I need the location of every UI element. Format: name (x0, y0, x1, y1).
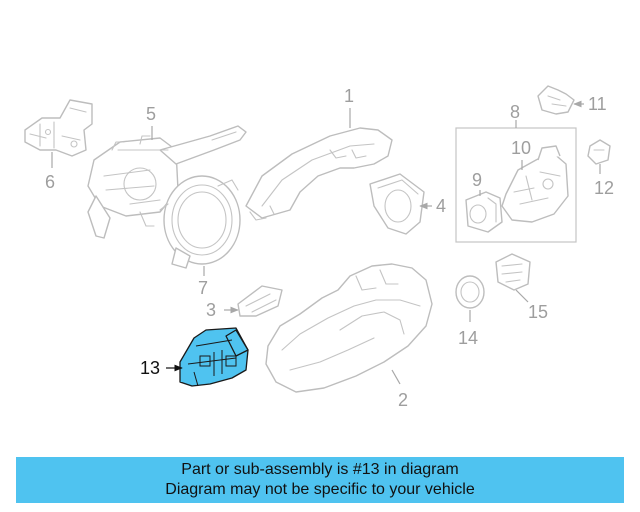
callout-11: 11 (588, 94, 607, 114)
callout-13: 13 (140, 358, 160, 378)
callout-15: 15 (528, 302, 548, 322)
part-15-module[interactable] (495, 253, 531, 291)
callout-4: 4 (436, 196, 446, 216)
part-1-upper-shroud[interactable] (245, 127, 393, 221)
callout-9: 9 (472, 170, 482, 190)
callout-8: 8 (510, 102, 520, 122)
part-5-combination-switch[interactable] (87, 125, 247, 239)
parts-diagram: 6 5 7 1 4 8 (24, 85, 614, 410)
part-11-clip[interactable] (537, 85, 575, 115)
callout-1: 1 (344, 86, 354, 106)
callout-3: 3 (206, 300, 216, 320)
part-12-module[interactable] (587, 139, 611, 165)
callout-12: 12 (594, 178, 614, 198)
part-13-highlighted-switch[interactable] (179, 327, 249, 387)
callout-7: 7 (198, 278, 208, 298)
callout-2: 2 (398, 390, 408, 410)
part-4-trim-ring[interactable] (369, 173, 425, 235)
part-10-ignition-housing[interactable] (501, 145, 569, 223)
part-14-ring[interactable] (455, 275, 485, 309)
callout-6: 6 (45, 172, 55, 192)
part-3-bracket[interactable] (237, 285, 283, 317)
part-2-lower-shroud[interactable] (265, 263, 433, 393)
callout-5: 5 (146, 104, 156, 124)
callout-10: 10 (511, 138, 531, 158)
part-6-bracket[interactable] (24, 99, 93, 157)
part-9-lock-cylinder[interactable] (465, 191, 503, 233)
banner-line-2: Diagram may not be specific to your vehi… (165, 481, 475, 498)
info-banner: Part or sub-assembly is #13 in diagram D… (16, 457, 624, 503)
callout-14: 14 (458, 328, 478, 348)
banner-line-1: Part or sub-assembly is #13 in diagram (181, 461, 459, 478)
part-7-clock-spring[interactable] (159, 175, 241, 269)
